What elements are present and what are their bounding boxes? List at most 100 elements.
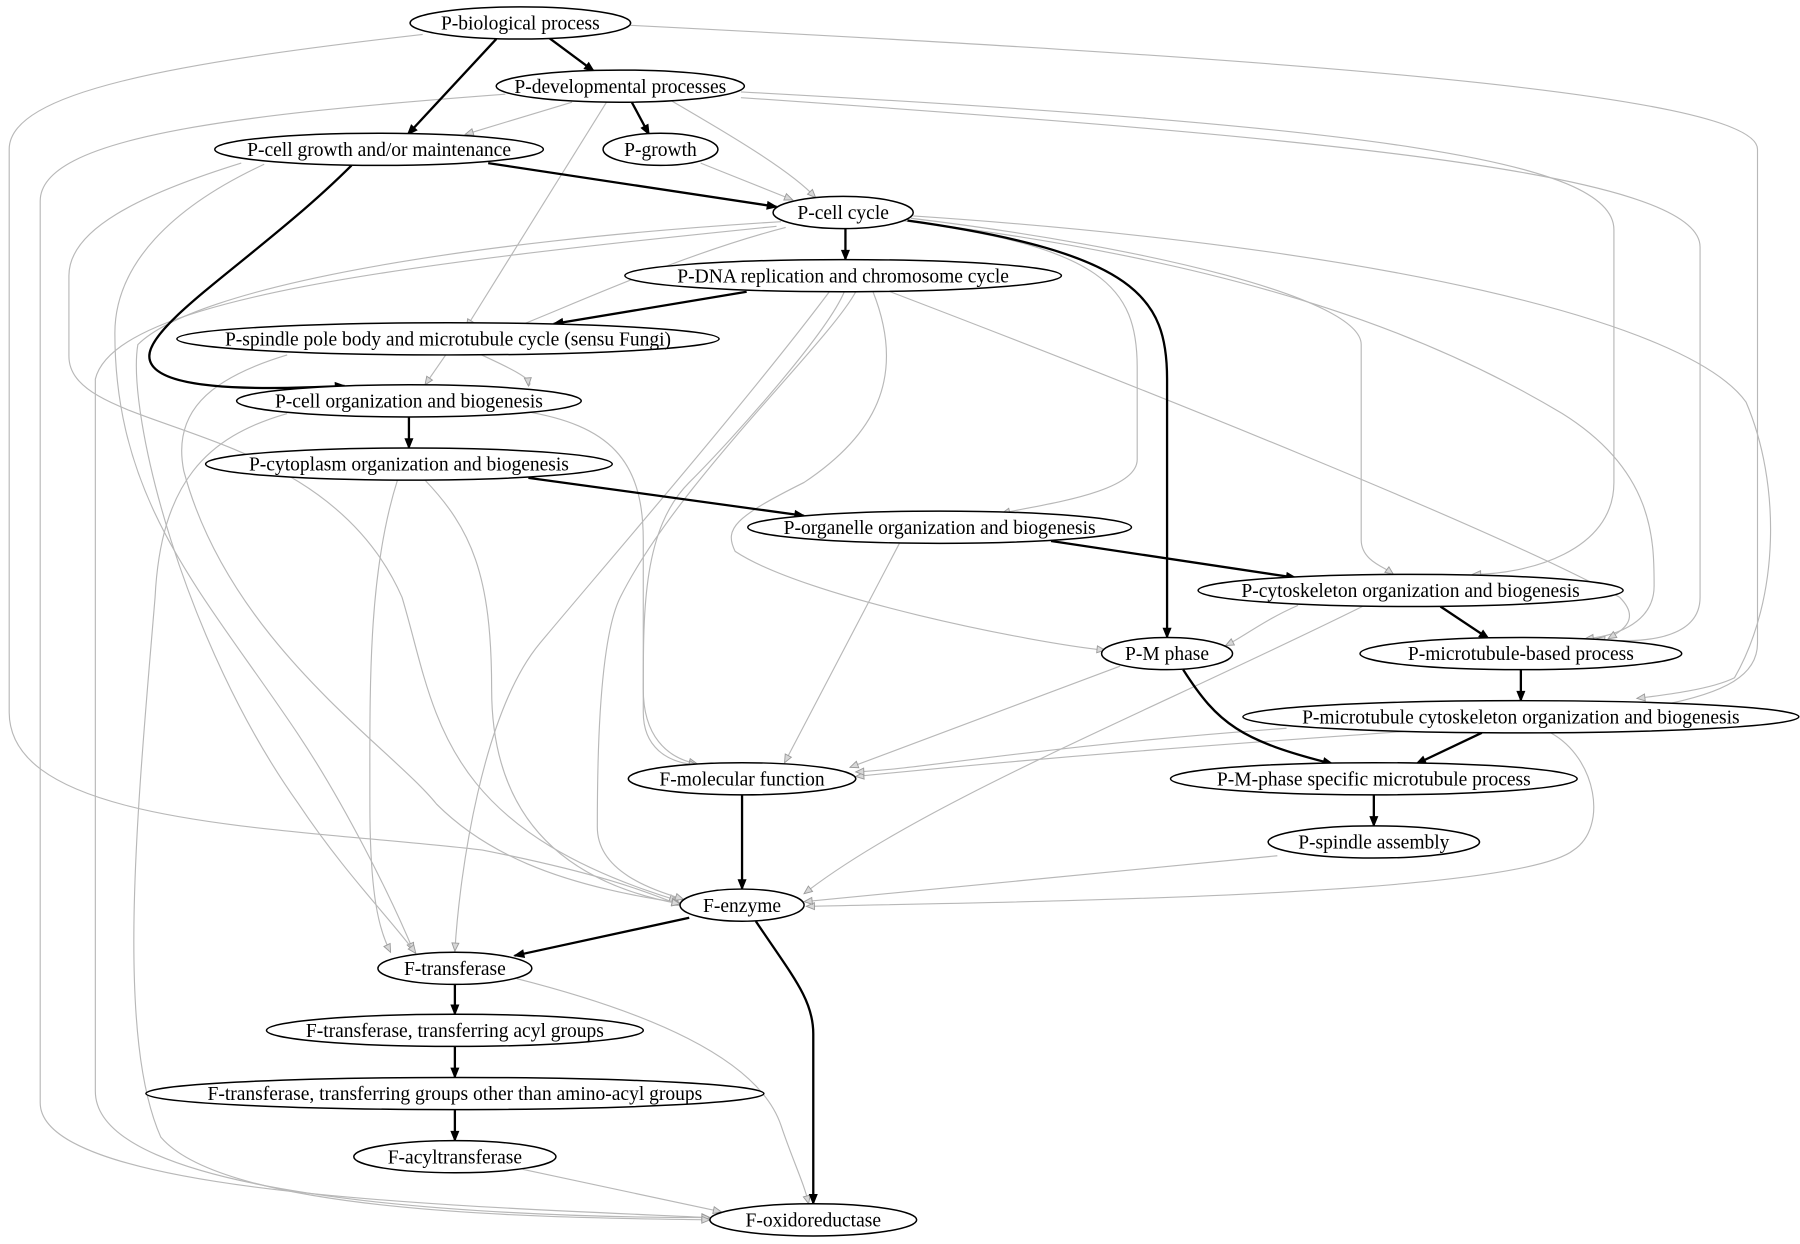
edge-line [907, 219, 1169, 638]
edge-bio-to-cgm [406, 38, 498, 136]
node-tra[interactable]: F-transferase, transferring acyl groups [265, 1013, 645, 1048]
node-label: P-growth [624, 140, 697, 161]
edge-enz-to-oxi [754, 920, 818, 1206]
edge-line [642, 291, 845, 765]
edge-mtb-to-mtc [1516, 669, 1526, 703]
edge-dev-to-cc [671, 100, 817, 199]
arrowhead-icon [808, 1194, 818, 1206]
edge-dna-to-spb [552, 290, 747, 327]
edge-cgm-to-cc [488, 161, 779, 210]
edge-cob-to-oxi [133, 412, 712, 1224]
node-spb[interactable]: P-spindle pole body and microtubule cycl… [176, 322, 720, 356]
edge-line [114, 163, 415, 952]
node-csk[interactable]: P-cytoskeleton organization and biogenes… [1197, 573, 1624, 608]
node-cgm[interactable]: P-cell growth and/or maintenance [214, 132, 545, 167]
node-label: P-M phase [1125, 644, 1209, 665]
edge-line [514, 916, 690, 957]
node-growth[interactable]: P-growth [602, 132, 719, 167]
node-label: P-M-phase specific microtubule process [1217, 769, 1531, 790]
arrowhead-icon [674, 892, 685, 901]
edge-cc-to-tr [135, 221, 782, 955]
node-label: P-cell cycle [797, 203, 889, 224]
strong-edges [148, 36, 1526, 1206]
node-label: P-cytoskeleton organization and biogenes… [1241, 581, 1579, 602]
edge-line [740, 91, 1615, 575]
node-ellipse [495, 69, 746, 103]
edge-cyto-to-tr [369, 479, 398, 954]
node-ellipse [1100, 636, 1234, 671]
node-mph[interactable]: P-M phase [1100, 636, 1234, 671]
edge-dev-to-csk [740, 91, 1615, 579]
node-enz[interactable]: F-enzyme [679, 888, 805, 922]
edge-enz-to-tr [513, 916, 690, 959]
edge-acy-to-oxi [522, 1168, 723, 1215]
edge-csk-to-mph [1224, 604, 1299, 647]
arrowhead-icon [1096, 645, 1107, 654]
arrowhead-icon [407, 944, 417, 955]
node-spa[interactable]: P-spindle assembly [1267, 825, 1481, 859]
edge-dna-to-enz [596, 291, 857, 901]
node-label: P-spindle assembly [1298, 833, 1449, 854]
edge-dev-to-mtb [740, 97, 1701, 644]
edge-line [8, 33, 681, 906]
node-ellipse [602, 132, 719, 167]
node-ellipse [1197, 573, 1624, 608]
node-label: P-organelle organization and biogenesis [784, 518, 1096, 539]
edge-spa-to-enz [802, 855, 1278, 906]
arrowhead-icon [451, 942, 460, 953]
arrowhead-icon [383, 942, 392, 954]
arrowhead-icon [712, 1206, 723, 1215]
arrowhead-icon [1384, 565, 1395, 576]
node-cc[interactable]: P-cell cycle [772, 195, 914, 230]
edge-mtc-to-enz [805, 732, 1595, 911]
node-bio[interactable]: P-biological process [409, 6, 632, 40]
edge-tr-to-oxi [516, 978, 811, 1205]
edge-line [913, 215, 1772, 699]
edge-line [629, 24, 1759, 778]
edge-line [596, 291, 857, 900]
edge-csk-to-mtb [1439, 605, 1490, 640]
node-mps[interactable]: P-M-phase specific microtubule process [1169, 761, 1578, 796]
node-label: F-transferase, transferring groups other… [207, 1084, 702, 1105]
node-cob[interactable]: P-cell organization and biogenesis [235, 384, 582, 418]
weak-edges [8, 24, 1772, 1224]
arrowhead-icon [737, 879, 747, 891]
edge-cc-to-dna [840, 228, 850, 262]
node-dev[interactable]: P-developmental processes [495, 69, 746, 103]
edge-dev-to-growth [630, 101, 651, 136]
node-mf[interactable]: F-molecular function [627, 761, 857, 796]
edge-line [424, 479, 681, 905]
node-dna[interactable]: P-DNA replication and chromosome cycle [624, 258, 1063, 293]
edge-line [528, 476, 805, 517]
node-label: P-cell growth and/or maintenance [247, 140, 511, 161]
edge-line [803, 605, 1363, 895]
node-mtb[interactable]: P-microtubule-based process [1359, 636, 1683, 671]
edge-line [784, 543, 900, 763]
node-acy[interactable]: F-acyltransferase [353, 1139, 557, 1174]
node-cyto[interactable]: P-cytoplasm organization and biogenesis [204, 447, 613, 481]
arrowhead-icon [1607, 630, 1618, 640]
node-ellipse [679, 888, 805, 922]
node-trg[interactable]: F-transferase, transferring groups other… [145, 1076, 765, 1111]
node-ellipse [214, 132, 545, 167]
node-label: P-microtubule-based process [1408, 644, 1634, 665]
edge-org-to-mf [784, 543, 900, 764]
node-label: F-molecular function [659, 769, 825, 790]
node-ellipse [709, 1203, 918, 1237]
edge-line [740, 97, 1701, 642]
arrowhead-icon [513, 949, 526, 959]
edge-dna-to-mph [730, 291, 1107, 654]
node-mtc[interactable]: P-microtubule cytoskeleton organization … [1242, 699, 1800, 734]
node-org[interactable]: P-organelle organization and biogenesis [747, 510, 1133, 545]
node-tr[interactable]: F-transferase [377, 951, 533, 986]
node-oxi[interactable]: F-oxidoreductase [709, 1203, 918, 1237]
edge-line [901, 219, 1138, 515]
node-label: P-DNA replication and chromosome cycle [677, 266, 1009, 287]
edge-cc-to-cob [459, 226, 786, 388]
edge-line [39, 93, 710, 1219]
arrowhead-icon [840, 249, 850, 262]
arrowhead-icon [854, 767, 865, 776]
node-label: P-biological process [441, 14, 600, 35]
